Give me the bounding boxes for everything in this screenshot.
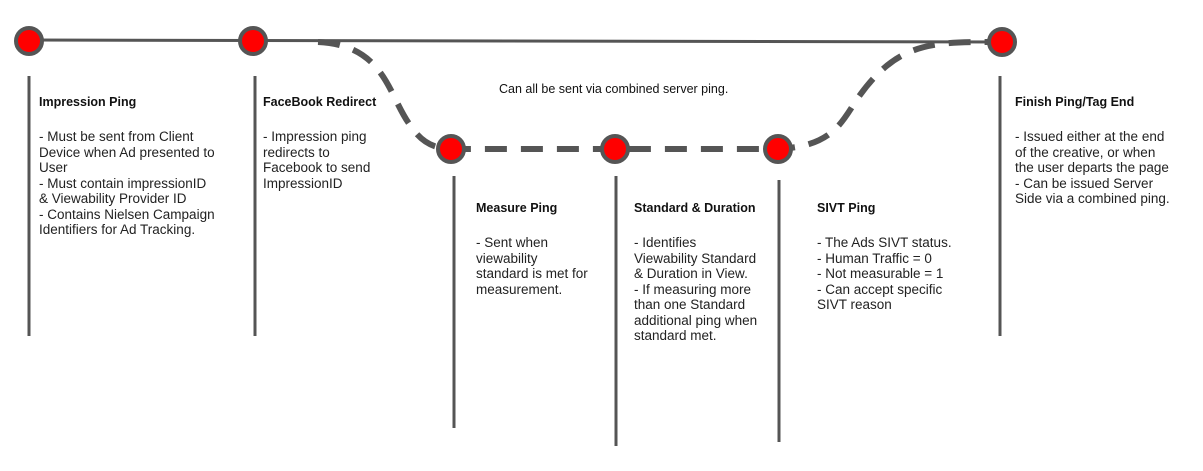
step-title: Standard & Duration xyxy=(634,201,756,215)
description-line: Facebook to send xyxy=(263,160,371,175)
node-impression-ping xyxy=(14,26,44,56)
description-line: - Must be sent from Client xyxy=(39,129,194,144)
description-line: ImpressionID xyxy=(263,175,343,191)
description-line: SIVT reason xyxy=(817,297,892,312)
step-measure-ping: Measure Ping - Sent when viewability sta… xyxy=(476,201,588,297)
step-title: SIVT Ping xyxy=(817,201,876,215)
combined-server-ping-note: Can all be sent via combined server ping… xyxy=(499,82,729,96)
step-sivt-ping: SIVT Ping - The Ads SIVT status. - Human… xyxy=(817,201,952,313)
node-facebook-redirect xyxy=(238,26,268,56)
description-line: viewability xyxy=(476,250,538,266)
description-line: - Sent when xyxy=(476,235,549,250)
node-sivt-ping xyxy=(763,134,793,164)
step-description: - Impression ping redirects to Facebook … xyxy=(263,129,376,191)
description-line: redirects to xyxy=(263,144,330,160)
node-standard-duration xyxy=(600,134,630,164)
timeline-line xyxy=(29,38,1003,44)
step-title: Impression Ping xyxy=(39,95,137,109)
description-line: standard met. xyxy=(634,328,717,343)
step-description: - The Ads SIVT status. - Human Traffic =… xyxy=(817,235,952,313)
description-line: - Identifies xyxy=(634,235,697,250)
description-line: - The Ads SIVT status. xyxy=(817,235,952,250)
step-description: - Sent when viewability standard is met … xyxy=(476,235,588,297)
description-line: - Human Traffic = 0 xyxy=(817,250,932,266)
description-line: - Can be issued Server xyxy=(1015,175,1154,191)
description-line: additional ping when xyxy=(634,312,758,328)
step-description: - Must be sent from Client Device when A… xyxy=(39,129,215,238)
step-impression-ping: Impression Ping - Must be sent from Clie… xyxy=(39,95,215,238)
step-description: - Identifies Viewability Standard & Dura… xyxy=(634,235,757,344)
description-line: - If measuring more xyxy=(634,281,752,297)
step-facebook-redirect: FaceBook Redirect - Impression ping redi… xyxy=(263,95,376,191)
node-finish-ping xyxy=(987,27,1017,57)
description-line: - Must contain impressionID xyxy=(39,175,207,191)
description-line: - Issued either at the end xyxy=(1015,129,1165,144)
description-line: - Impression ping xyxy=(263,129,367,144)
description-line: standard is met for xyxy=(476,266,588,281)
step-standard-duration: Standard & Duration - Identifies Viewabi… xyxy=(634,201,757,344)
step-title: Measure Ping xyxy=(476,201,558,215)
node-measure-ping xyxy=(436,134,466,164)
description-line: the user departs the page xyxy=(1015,160,1169,175)
description-line: & Viewability Provider ID xyxy=(39,191,187,206)
step-title: Finish Ping/Tag End xyxy=(1015,95,1135,109)
description-line: & Duration in View. xyxy=(634,266,748,281)
description-line: - Can accept specific xyxy=(817,281,943,297)
step-description: - Issued either at the end of the creati… xyxy=(1015,129,1170,207)
description-line: Device when Ad presented to xyxy=(39,144,215,160)
description-line: - Not measurable = 1 xyxy=(817,266,944,281)
description-line: Viewability Standard xyxy=(634,250,757,266)
description-line: Identifiers for Ad Tracking. xyxy=(39,222,196,237)
step-finish-ping: Finish Ping/Tag End - Issued either at t… xyxy=(1015,95,1170,207)
description-line: - Contains Nielsen Campaign xyxy=(39,206,215,222)
step-title: FaceBook Redirect xyxy=(263,95,377,109)
description-line: of the creative, or when xyxy=(1015,144,1156,160)
description-line: than one Standard xyxy=(634,297,746,312)
description-line: measurement. xyxy=(476,281,563,297)
description-line: Side via a combined ping. xyxy=(1015,191,1170,206)
description-line: User xyxy=(39,160,68,175)
